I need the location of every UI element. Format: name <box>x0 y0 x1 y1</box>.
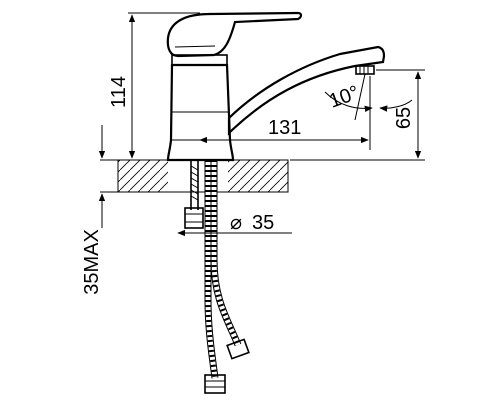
mounting-assembly <box>184 160 250 394</box>
mounting-nut <box>184 207 204 229</box>
dimension-reach-131: 131 <box>199 76 371 150</box>
height-total-label: 114 <box>108 76 130 108</box>
spout-reach-label: 131 <box>268 117 301 139</box>
dimension-height-114: 114 <box>108 12 200 161</box>
spout <box>227 45 386 136</box>
countertop <box>117 159 289 193</box>
hose-fitting-right <box>226 338 250 360</box>
lever-handle <box>166 11 303 58</box>
hole-diameter-label: 35 <box>252 212 274 234</box>
hose-fitting-left <box>204 374 226 394</box>
spout-height-label: 65 <box>393 107 415 129</box>
countertop-max-label: 35MAX <box>81 229 103 295</box>
dimension-diameter-35: ⌀ 35 <box>177 212 292 237</box>
diameter-symbol: ⌀ <box>230 212 242 234</box>
dimension-countertop-35max: 35MAX <box>81 125 118 295</box>
main-body <box>166 63 235 162</box>
dimension-spout-height-65: 65 <box>290 69 425 161</box>
aerator <box>355 65 375 75</box>
faucet-body <box>166 11 386 162</box>
